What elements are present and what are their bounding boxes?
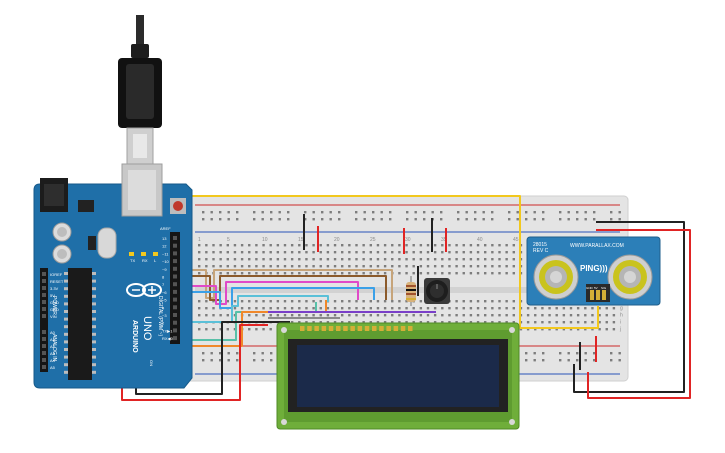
row-letter: g [620,305,623,311]
lcd-pin [343,326,348,331]
led-rx: RX [142,258,148,263]
potentiometer [424,278,450,304]
row-letter: j [619,326,621,332]
lcd-pin [400,326,406,331]
arduino-model: UNO [141,316,153,341]
digital-pin-label: ~10 [162,259,170,264]
digital-pin-label: ~11 [162,251,169,256]
power-pin-label: GND [50,307,59,312]
digital-pin-label: RX◀0 [162,336,174,341]
on-label: ON [149,360,154,366]
lcd-pin [386,326,391,331]
analog-pin-label: A5 [50,365,56,370]
digital-pin-label: 4 [162,305,165,310]
column-number: 1 [198,237,201,243]
chip-legs [64,272,96,374]
row-letter: h [620,312,623,318]
lcd-pin [307,326,312,331]
sensor-pin-gnd: GND [586,286,594,290]
analog-pin-label: A1 [50,337,56,342]
lcd-pin [364,326,370,331]
header-power-label: POWER [51,296,57,315]
wire-pink-d10 [178,281,359,305]
sensor-site: WWW.PARALLAX.COM [570,243,624,249]
power-pin-label: 5V [50,293,55,298]
power-pin-label: RESET [50,279,64,284]
digital-pin-label: TX▶1 [162,328,173,333]
column-number: 15 [298,237,304,243]
lcd-pin [336,326,341,331]
wire-black-ping [573,221,685,393]
column-number: 30 [405,237,411,243]
wire-red-ping [587,229,691,399]
lcd-display [276,322,520,430]
column-number: 10 [262,237,268,243]
led-l: L [154,258,157,263]
column-number: 35 [441,237,447,243]
sensor-transducer-right [607,254,653,300]
sensor-pin-sig: SIG [601,286,607,290]
sensor-rev: REV C [533,248,549,254]
lcd-pin [314,326,319,331]
power-pin-label: VIN [50,314,57,319]
sensor-name: PING))) [580,264,608,273]
led-tx: TX [130,258,135,263]
row-letter: i [620,319,621,325]
lcd-pin [321,326,327,331]
header-digital-label: DIGITAL (PWM ~) [157,296,163,336]
digital-pin-label: ~6 [162,290,167,295]
digital-pin-label: 8 [162,275,165,280]
lcd-pin [408,326,413,331]
column-number: 45 [513,237,519,243]
arduino-uno: 13 12 ~11 ~10 ~9 8 7 ~6 ~5 4 ~3 2TX▶1RX◀0 AREF IOREF… [33,163,193,389]
aref-label: AREF [160,226,171,231]
lcd-pin [328,326,334,331]
digital-pin-label: 13 [162,236,167,241]
lcd-pin [350,326,355,331]
column-number: 5 [227,237,230,243]
wire-orange-d3 [178,300,327,347]
digital-pin-label: ~5 [162,298,167,303]
signal-wires [60,195,691,401]
ping-sensor: 28015 REV C WWW.PARALLAX.COM PING))) GND… [526,236,661,306]
column-number: 25 [370,237,376,243]
analog-pin-label: A0 [50,330,56,335]
lcd-pin-header [300,326,413,331]
sensor-pin-5v: 5V [594,286,598,290]
digital-pin-label: 12 [162,244,167,249]
digital-pin-header: 13 12 ~11 ~10 ~9 8 7 ~6 ~5 4 ~3 2TX▶1RX◀0 AREF [160,226,177,341]
sensor-transducer-left [533,254,579,300]
digital-pin-label: ~3 [162,313,167,318]
digital-pin-label: ~9 [162,267,167,272]
resistor [406,276,416,306]
column-number: 40 [477,237,483,243]
header-analog-label: ANALOG IN [51,334,57,362]
analog-pin-label: A3 [50,351,56,356]
lcd-pin [300,326,305,331]
analog-pin-label: A4 [50,358,56,363]
lcd-pin [372,326,377,331]
power-pin-label: GND [50,300,59,305]
wire-teal-d4 [178,302,317,341]
lcd-pin [379,326,384,331]
digital-pin-label: 2 [162,321,165,326]
usb-cable [118,15,162,165]
analog-pin-label: A2 [50,344,56,349]
sensor-model: 28015 [533,242,547,248]
lcd-pin [357,326,363,331]
wire-tan-d12 [178,269,393,300]
digital-pin-label: 7 [162,282,165,287]
arduino-brand: ARDUINO [131,320,138,353]
lcd-pin [393,326,399,331]
arduino-logo [126,283,162,297]
power-pin-label: IOREF [50,272,63,277]
column-number: 20 [334,237,340,243]
power-pin-label: 3.3V [50,286,59,291]
